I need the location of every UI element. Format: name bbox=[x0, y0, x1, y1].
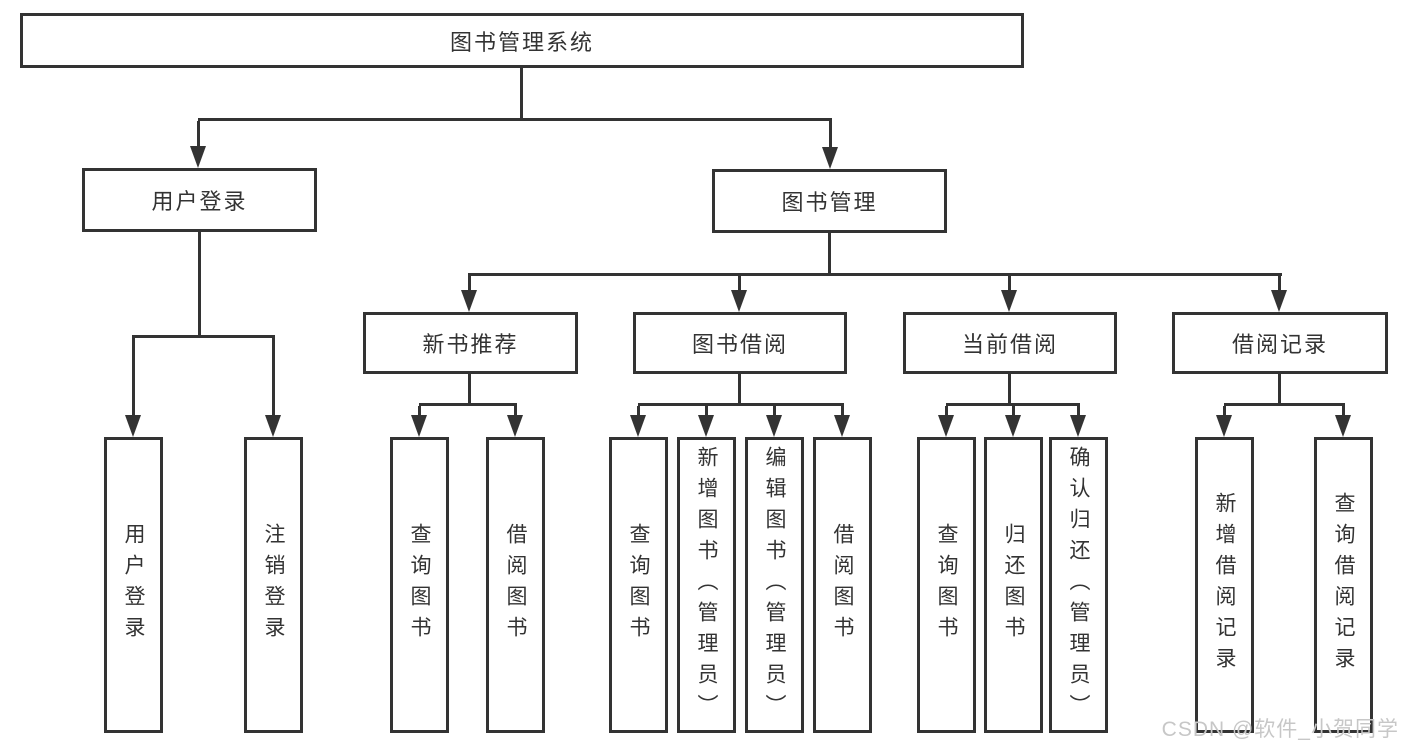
arrow-to-leaf-logout bbox=[265, 338, 282, 437]
node-user-login-label: 用户登录 bbox=[151, 189, 248, 214]
arrow-down-icon bbox=[1216, 415, 1232, 437]
arrow-to-leaf bbox=[1005, 406, 1022, 437]
leaf-add-borrow-record: 新增借阅记录 bbox=[1195, 437, 1254, 733]
connector-book-borrow-stem bbox=[738, 374, 741, 406]
leaf-query-books-2-label: 查询图书 bbox=[627, 523, 650, 647]
leaf-query-borrow-record-label: 查询借阅记录 bbox=[1332, 492, 1355, 678]
arrow-down-icon bbox=[822, 147, 838, 169]
arrow-to-leaf bbox=[834, 406, 851, 437]
leaf-add-borrow-record-label: 新增借阅记录 bbox=[1213, 492, 1236, 678]
node-book-management-label: 图书管理 bbox=[781, 190, 878, 215]
arrow-down-icon bbox=[125, 415, 141, 437]
arrow-to-current-borrow bbox=[1001, 276, 1018, 312]
leaf-add-books-admin-label: 新增图书（管理员） bbox=[695, 445, 718, 725]
arrow-down-icon bbox=[1070, 415, 1086, 437]
node-current-borrow-label: 当前借阅 bbox=[961, 332, 1058, 357]
leaf-edit-books-admin: 编辑图书（管理员） bbox=[745, 437, 804, 733]
node-root-label: 图书管理系统 bbox=[449, 29, 594, 55]
node-book-management: 图书管理 bbox=[712, 169, 947, 233]
arrow-down-icon bbox=[1005, 415, 1021, 437]
leaf-confirm-return-admin-label: 确认归还（管理员） bbox=[1067, 445, 1090, 725]
arrow-to-book-management bbox=[822, 121, 839, 169]
arrow-down-icon bbox=[834, 415, 850, 437]
arrow-to-book-borrow bbox=[731, 276, 748, 312]
leaf-query-books-3-label: 查询图书 bbox=[935, 523, 958, 647]
csdn-watermark: CSDN @软件_小贺同学 bbox=[1161, 718, 1399, 741]
connector-current-borrow-stem bbox=[1008, 374, 1011, 406]
connector-book-management-stem bbox=[828, 233, 831, 276]
node-borrow-records: 借阅记录 bbox=[1172, 312, 1388, 374]
connector-level1-rail bbox=[198, 118, 832, 121]
connector-borrow-records-stem bbox=[1278, 374, 1281, 406]
arrow-to-leaf bbox=[938, 406, 955, 437]
arrow-down-icon bbox=[1001, 290, 1017, 312]
connector-user-login-rail bbox=[132, 335, 275, 338]
connector-current-borrow-rail bbox=[946, 403, 1080, 406]
leaf-confirm-return-admin: 确认归还（管理员） bbox=[1049, 437, 1108, 733]
arrow-down-icon bbox=[461, 290, 477, 312]
leaf-query-books-2: 查询图书 bbox=[609, 437, 668, 733]
leaf-edit-books-admin-label: 编辑图书（管理员） bbox=[763, 445, 786, 725]
leaf-logout-label: 注销登录 bbox=[262, 523, 285, 647]
arrow-down-icon bbox=[1335, 415, 1351, 437]
arrow-down-icon bbox=[698, 415, 714, 437]
leaf-logout: 注销登录 bbox=[244, 437, 303, 733]
node-new-books-label: 新书推荐 bbox=[422, 332, 519, 357]
connector-new-books-rail bbox=[419, 403, 517, 406]
arrow-down-icon bbox=[411, 415, 427, 437]
arrow-to-leaf bbox=[766, 406, 783, 437]
connector-user-login-stem bbox=[198, 232, 201, 335]
node-book-borrow-label: 图书借阅 bbox=[691, 332, 788, 357]
arrow-to-leaf bbox=[1335, 406, 1352, 437]
arrow-to-leaf bbox=[411, 406, 428, 437]
node-user-login: 用户登录 bbox=[82, 168, 317, 232]
connector-borrow-records-rail bbox=[1224, 403, 1345, 406]
leaf-query-books-1-label: 查询图书 bbox=[408, 523, 431, 647]
arrow-down-icon bbox=[630, 415, 646, 437]
connector-level2-rail bbox=[468, 273, 1282, 276]
leaf-query-books-3: 查询图书 bbox=[917, 437, 976, 733]
leaf-query-books-1: 查询图书 bbox=[390, 437, 449, 733]
arrow-to-leaf bbox=[630, 406, 647, 437]
arrow-down-icon bbox=[507, 415, 523, 437]
node-new-books: 新书推荐 bbox=[363, 312, 578, 374]
leaf-borrow-books-1-label: 借阅图书 bbox=[504, 523, 527, 647]
arrow-down-icon bbox=[1271, 290, 1287, 312]
arrow-to-user-login bbox=[190, 121, 207, 168]
leaf-query-borrow-record: 查询借阅记录 bbox=[1314, 437, 1373, 733]
leaf-return-books-label: 归还图书 bbox=[1002, 523, 1025, 647]
leaf-user-login-label: 用户登录 bbox=[122, 523, 145, 647]
node-current-borrow: 当前借阅 bbox=[903, 312, 1117, 374]
node-root-system: 图书管理系统 bbox=[20, 13, 1024, 68]
arrow-to-leaf bbox=[507, 406, 524, 437]
leaf-add-books-admin: 新增图书（管理员） bbox=[677, 437, 736, 733]
leaf-return-books: 归还图书 bbox=[984, 437, 1043, 733]
arrow-to-leaf-login bbox=[125, 338, 142, 437]
arrow-to-new-books bbox=[461, 276, 478, 312]
leaf-borrow-books-2: 借阅图书 bbox=[813, 437, 872, 733]
arrow-to-leaf bbox=[1070, 406, 1087, 437]
arrow-to-borrow-records bbox=[1271, 276, 1288, 312]
leaf-user-login: 用户登录 bbox=[104, 437, 163, 733]
arrow-down-icon bbox=[265, 415, 281, 437]
connector-root-stem bbox=[520, 68, 523, 118]
connector-book-borrow-rail bbox=[638, 403, 844, 406]
node-book-borrow: 图书借阅 bbox=[633, 312, 847, 374]
arrow-down-icon bbox=[938, 415, 954, 437]
arrow-down-icon bbox=[190, 146, 206, 168]
connector-new-books-stem bbox=[468, 374, 471, 406]
leaf-borrow-books-2-label: 借阅图书 bbox=[831, 523, 854, 647]
arrow-to-leaf bbox=[698, 406, 715, 437]
arrow-down-icon bbox=[766, 415, 782, 437]
arrow-to-leaf bbox=[1216, 406, 1233, 437]
node-borrow-records-label: 借阅记录 bbox=[1231, 332, 1328, 357]
leaf-borrow-books-1: 借阅图书 bbox=[486, 437, 545, 733]
arrow-down-icon bbox=[731, 290, 747, 312]
